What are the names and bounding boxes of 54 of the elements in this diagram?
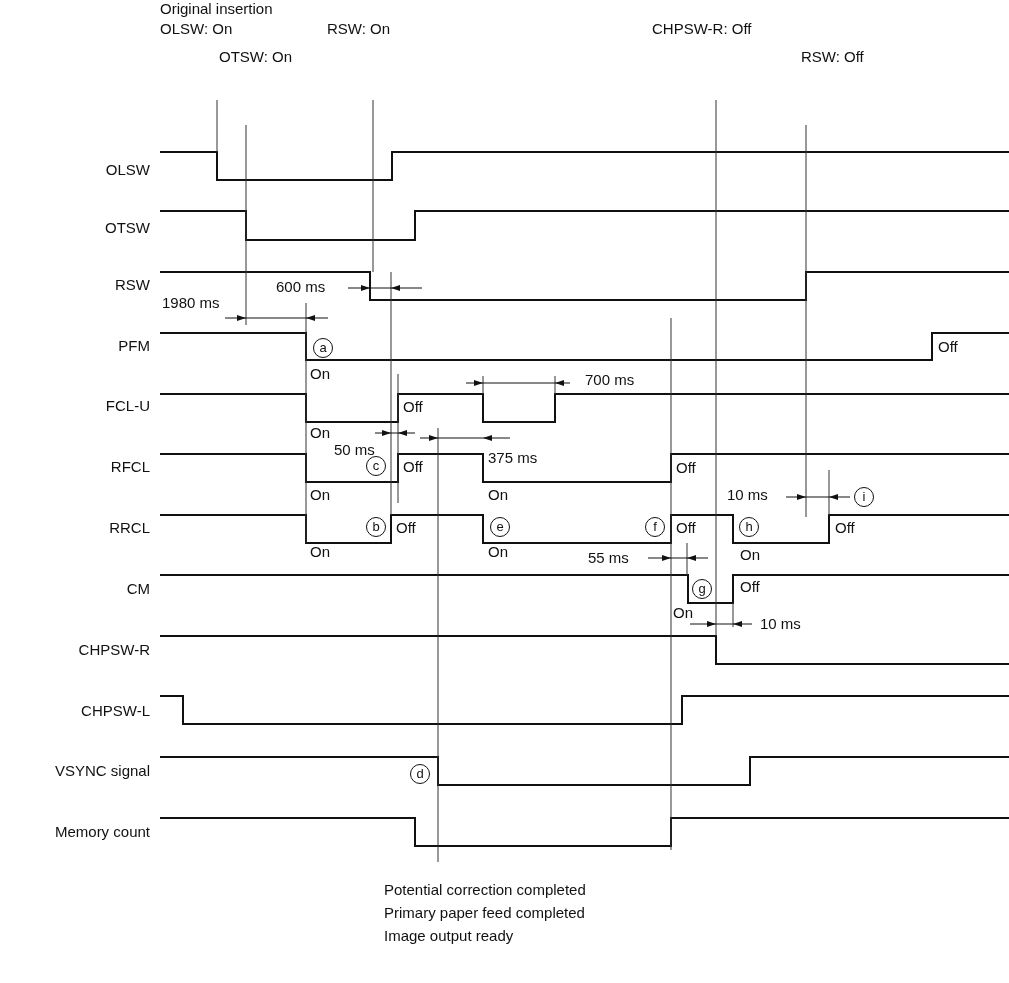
state-label: Off (403, 458, 423, 476)
duration-label: 600 ms (276, 278, 326, 296)
state-label: Off (938, 338, 958, 356)
annotation-text: Original insertion (160, 0, 273, 18)
callout-letter: e (490, 517, 510, 537)
state-label: Off (835, 519, 855, 537)
signal-name: FCL-U (105, 397, 150, 415)
state-label: On (310, 365, 330, 383)
annotation-text: RSW: Off (801, 48, 864, 66)
duration-label: 10 ms (727, 486, 768, 504)
state-label: On (488, 486, 508, 504)
signal-name: OTSW (105, 219, 150, 237)
duration-label: 55 ms (588, 549, 629, 567)
callout-letter: a (313, 338, 333, 358)
state-label: Off (676, 519, 696, 537)
signal-name: Memory count (54, 823, 150, 841)
state-label: On (673, 604, 693, 622)
duration-label: 10 ms (760, 615, 801, 633)
signal-name: CHPSW-L (81, 702, 150, 720)
state-label: Off (676, 459, 696, 477)
signal-name: RSW (115, 276, 150, 294)
duration-label: 375 ms (488, 449, 538, 467)
callout-letter: b (366, 517, 386, 537)
state-label: Off (403, 398, 423, 416)
state-label: On (310, 424, 330, 442)
signal-name: OLSW (105, 161, 150, 179)
annotation-text: OTSW: On (219, 48, 293, 66)
annotation-text: Image output ready (384, 927, 514, 945)
callout-letter: d (410, 764, 430, 784)
duration-label: 700 ms (585, 371, 635, 389)
signal-name: VSYNC signal (54, 762, 150, 780)
duration-label: 50 ms (334, 441, 375, 459)
signal-name: PFM (118, 337, 150, 355)
state-label: On (310, 543, 330, 561)
signal-name: CM (126, 580, 150, 598)
callout-letter: h (739, 517, 759, 537)
signal-name: RRCL (109, 519, 150, 537)
callout-letter: g (692, 579, 712, 599)
annotation-text: RSW: On (327, 20, 391, 38)
duration-label: 1980 ms (162, 294, 220, 312)
state-label: Off (740, 578, 760, 596)
signal-name: RFCL (110, 458, 150, 476)
state-label: On (740, 546, 760, 564)
state-label: Off (396, 519, 416, 537)
annotation-text: OLSW: On (160, 20, 233, 38)
annotation-text: Potential correction completed (384, 881, 586, 899)
state-label: On (310, 486, 330, 504)
callout-letter: f (645, 517, 665, 537)
callout-letter: c (366, 456, 386, 476)
annotation-text: CHPSW-R: Off (652, 20, 752, 38)
state-label: On (488, 543, 508, 561)
callout-letter: i (854, 487, 874, 507)
annotation-text: Primary paper feed completed (384, 904, 585, 922)
signal-name: CHPSW-R (78, 641, 150, 659)
